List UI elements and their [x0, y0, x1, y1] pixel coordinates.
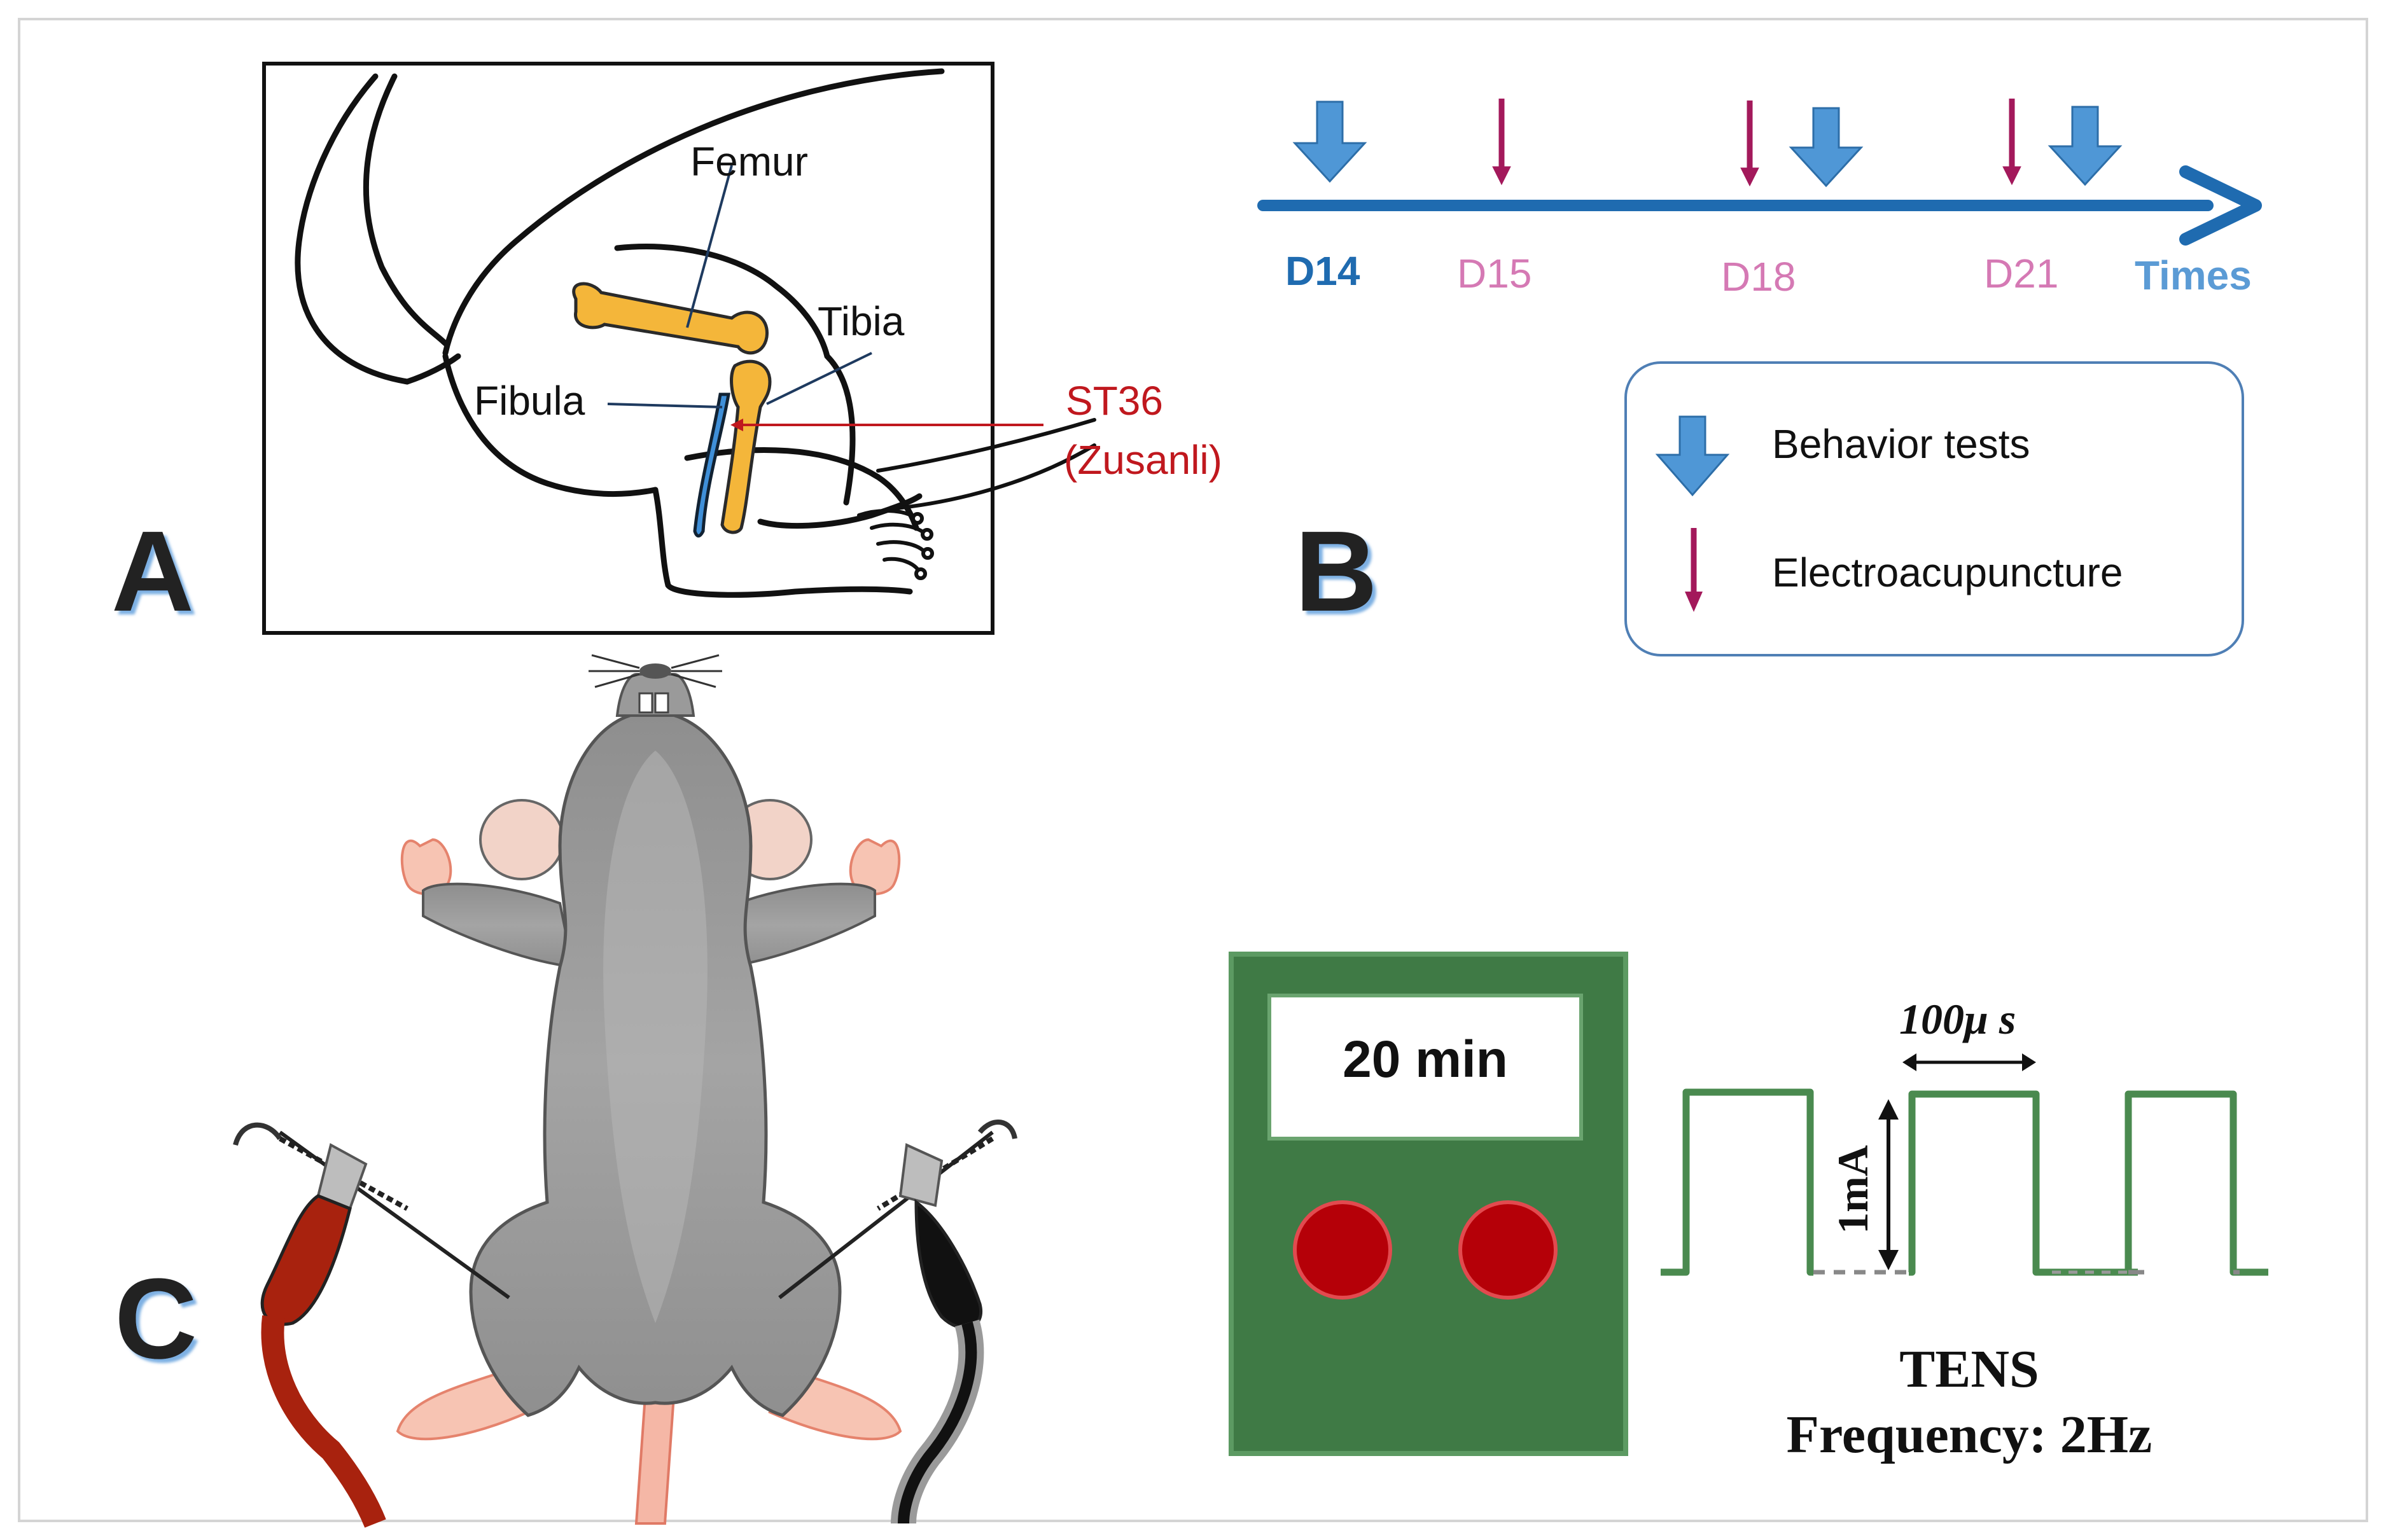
panel-a: Femur Tibia Fibula ST36 (Zusanli) A [111, 62, 1222, 635]
day-label-d14: D14 [1285, 248, 1360, 294]
device-display [1267, 994, 1583, 1141]
tens-title: TENS [1899, 1340, 2039, 1399]
frequency-label: Frequency: 2Hz [1787, 1405, 2152, 1464]
legend-behavior-label: Behavior tests [1772, 421, 2030, 467]
panel-c: C 20 min 100μ s [115, 654, 2268, 1528]
panel-a-frame [262, 62, 994, 635]
mouse-illustration [396, 654, 902, 1525]
day-label-d15: D15 [1457, 251, 1531, 296]
electroacupuncture-markers [1492, 99, 2021, 187]
device-button-left [1293, 1200, 1392, 1300]
zusanli-label: (Zusanli) [1064, 437, 1222, 483]
behavior-arrow-icon [1292, 101, 1367, 183]
pulse-width-label: 100μ s [1899, 995, 2016, 1043]
legend-electro-label: Electroacupuncture [1772, 550, 2123, 595]
leader-lines [607, 165, 1043, 431]
day-label-d18: D18 [1721, 254, 1796, 300]
panel-b: D14 D15 D18 D21 Times Behavior tests Ele… [1257, 99, 2262, 656]
leg-outline [295, 68, 1096, 598]
device-button-right [1458, 1200, 1558, 1300]
legend-behavior-icon [1655, 415, 1730, 497]
black-electrode-clip [778, 1120, 1017, 1524]
panel-letter-b: B [1295, 508, 1378, 635]
femur-bone [572, 282, 769, 355]
femur-label: Femur [690, 139, 808, 184]
panel-letter-a: A [111, 508, 194, 635]
behavior-arrow-icon [1789, 107, 1864, 188]
device-display-text: 20 min [1343, 1030, 1508, 1088]
fibula-label: Fibula [474, 378, 585, 424]
day-label-d21: D21 [1984, 251, 2058, 296]
axis-label-times: Times [2135, 253, 2252, 298]
time-axis-arrowhead [2179, 165, 2262, 246]
legend-electro-icon-tip [1685, 592, 1703, 612]
behavior-test-markers [1292, 101, 2123, 188]
figure-border [18, 18, 2368, 1522]
fibula-bone [693, 392, 730, 538]
panel-letter-c: C [115, 1255, 197, 1383]
tibia-bone [720, 359, 772, 534]
legend-box [1624, 361, 2244, 656]
amplitude-label: 1mA [1829, 1145, 1877, 1234]
behavior-arrow-icon [2048, 106, 2123, 186]
tibia-label: Tibia [818, 298, 905, 344]
tens-waveform [1661, 1053, 2268, 1276]
tens-device: 20 min [1229, 952, 1628, 1456]
st36-label: ST36 [1066, 378, 1163, 424]
red-electrode-clip [233, 1122, 510, 1528]
paw [857, 509, 934, 580]
